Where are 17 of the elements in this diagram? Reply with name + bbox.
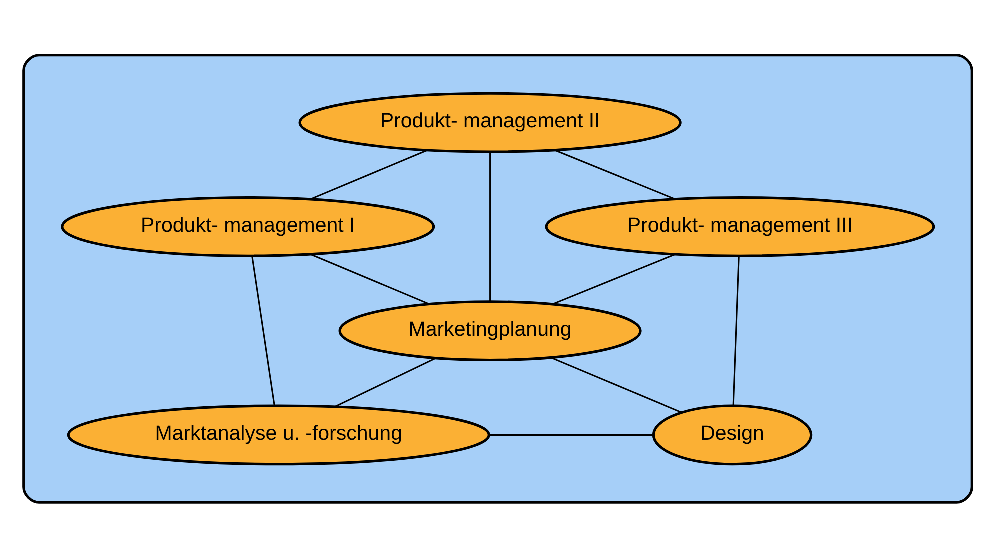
connector bbox=[552, 254, 676, 306]
connector bbox=[310, 150, 428, 200]
node-ellipse: Produkt- management II bbox=[298, 92, 682, 154]
node-ellipse: Produkt- management III bbox=[545, 196, 936, 258]
node-ellipse: Marktanalyse u. -forschung bbox=[67, 404, 490, 466]
connector bbox=[490, 152, 492, 302]
connector bbox=[334, 358, 437, 408]
connector bbox=[489, 434, 654, 436]
node-ellipse: Design bbox=[652, 404, 813, 466]
connector bbox=[310, 254, 430, 306]
node-ellipse: Produkt- management I bbox=[61, 196, 436, 258]
connector bbox=[550, 357, 682, 414]
connector bbox=[554, 150, 676, 200]
connector bbox=[732, 256, 740, 406]
node-ellipse: Marketingplanung bbox=[338, 300, 642, 362]
connector bbox=[252, 256, 276, 406]
cluster bbox=[22, 54, 974, 504]
